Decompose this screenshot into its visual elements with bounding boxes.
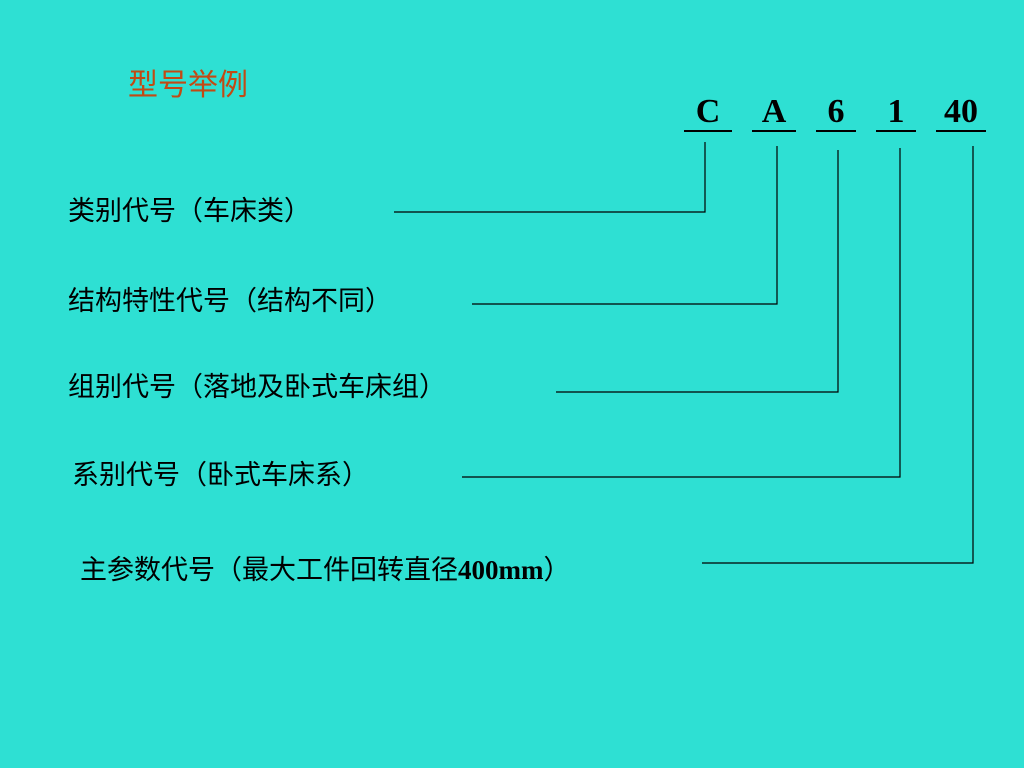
code-part-a: A xyxy=(752,92,796,132)
connector-a xyxy=(472,146,778,305)
label-main-parameter-text: 主参数代号（最大工件回转直径 xyxy=(80,555,458,586)
connector-c xyxy=(394,142,706,213)
label-main-parameter-value: 400mm xyxy=(458,555,544,585)
label-main-parameter-code: 主参数代号（最大工件回转直径400mm） xyxy=(80,552,570,589)
code-part-1: 1 xyxy=(876,92,916,132)
label-main-parameter-close: ） xyxy=(543,555,571,586)
slide-title: 型号举例 xyxy=(128,68,248,103)
label-series-code: 系别代号（卧式车床系） xyxy=(72,460,369,491)
label-group-code: 组别代号（落地及卧式车床组） xyxy=(68,372,446,403)
label-structure-code: 结构特性代号（结构不同） xyxy=(68,286,392,317)
code-part-40: 40 xyxy=(936,92,986,132)
connector-40 xyxy=(702,146,974,564)
code-part-6: 6 xyxy=(816,92,856,132)
connector-1 xyxy=(462,148,901,478)
label-category-code: 类别代号（车床类） xyxy=(68,196,311,227)
connector-6 xyxy=(556,150,839,393)
code-part-c: C xyxy=(684,92,732,132)
